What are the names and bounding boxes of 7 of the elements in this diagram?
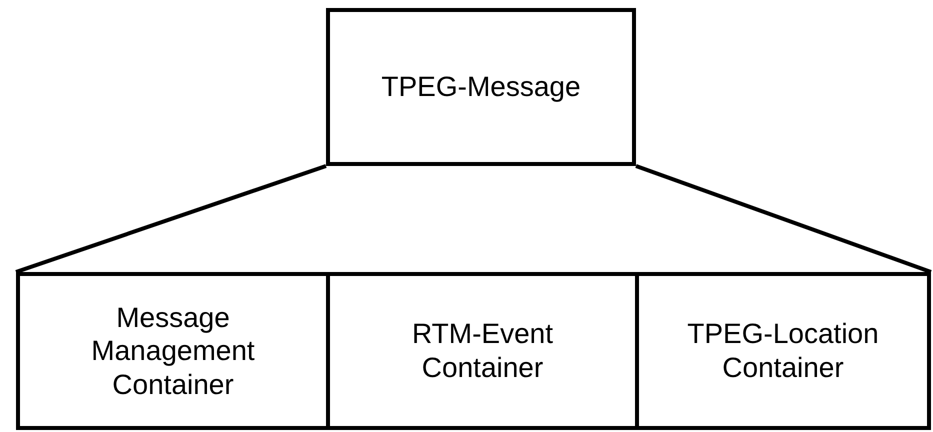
container-box [326,8,636,166]
connector-line [635,164,932,274]
box-label: TPEG-Location Container [686,317,880,385]
connector-line [15,164,327,274]
box-label: Message Management Container [90,300,256,402]
box-label: RTM-Event Container [410,317,554,385]
box-label: TPEG-Message [381,70,581,104]
